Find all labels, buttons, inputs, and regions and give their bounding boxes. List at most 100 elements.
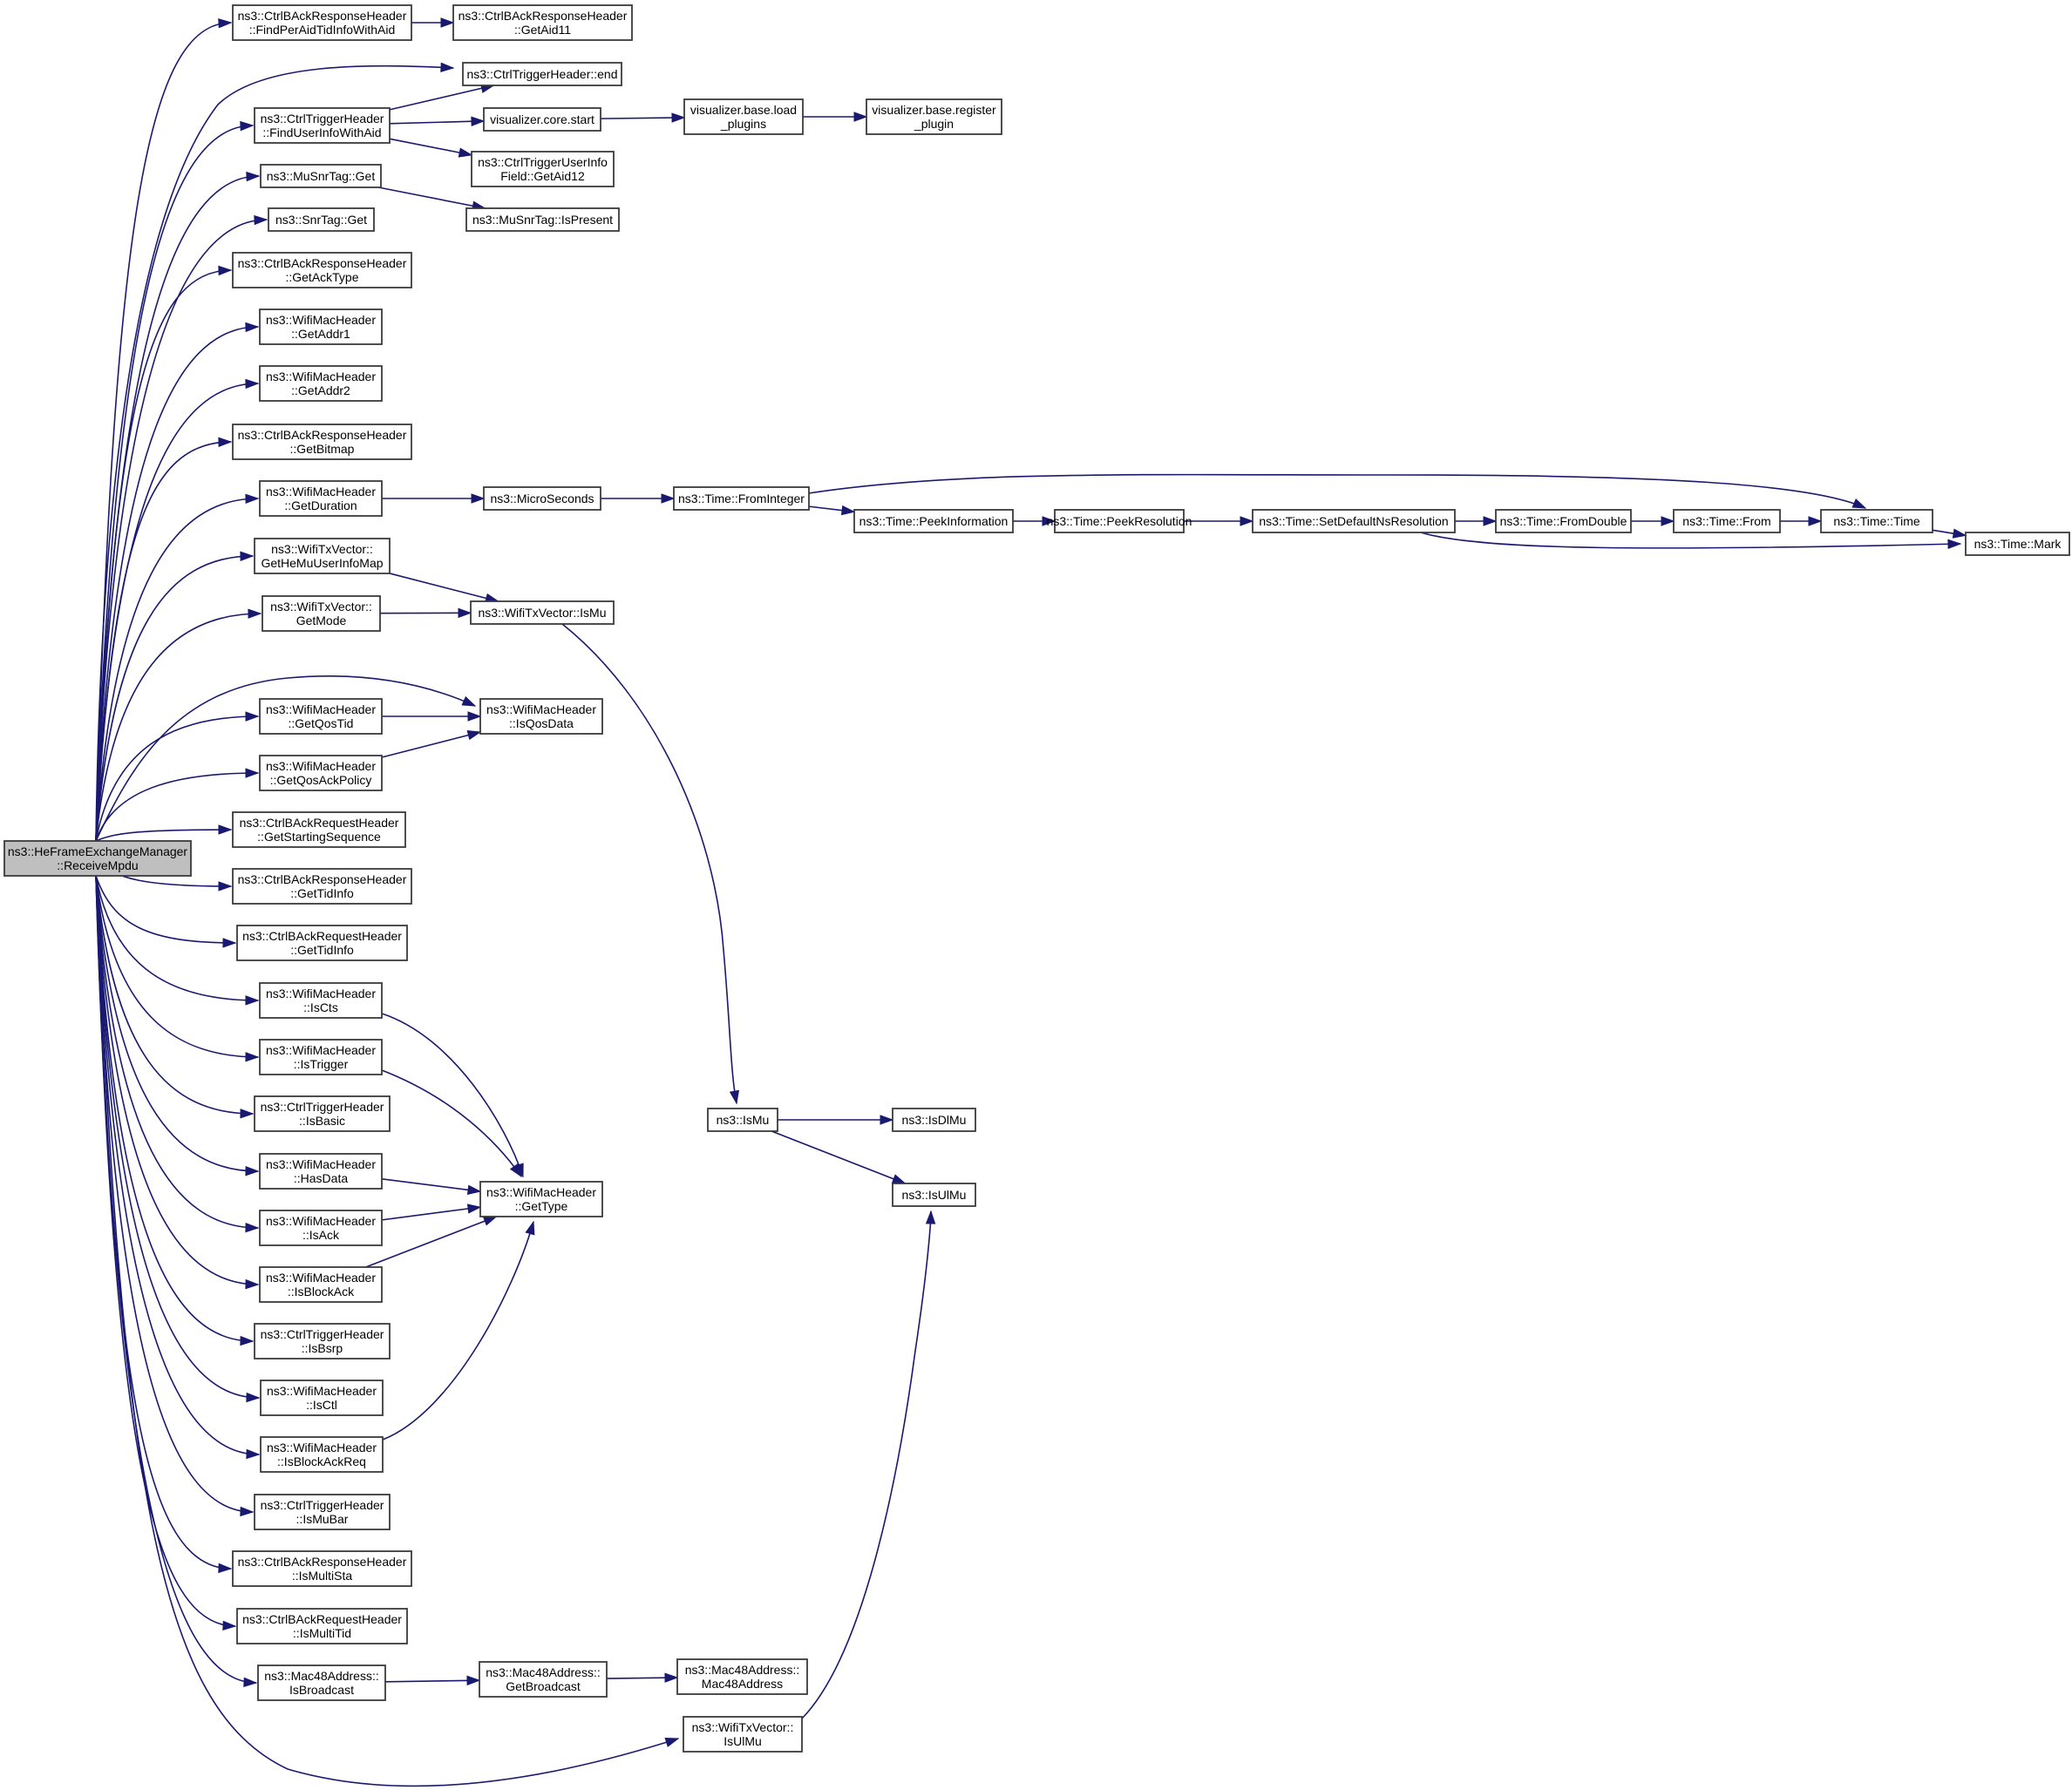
graph-node-vizLoad[interactable]: visualizer.base.load_plugins [683,98,804,135]
graph-node-getAckType[interactable]: ns3::CtrlBAckResponseHeader::GetAckType [232,252,412,288]
graph-node-fromInteger[interactable]: ns3::Time::FromInteger [673,486,810,511]
graph-node-getAddr2[interactable]: ns3::WifiMacHeader::GetAddr2 [259,365,383,402]
node-box [462,62,622,86]
graph-node-getAddr1[interactable]: ns3::WifiMacHeader::GetAddr1 [259,309,383,345]
graph-node-muSnrIsPresent[interactable]: ns3::MuSnrTag::IsPresent [465,207,620,232]
node-box [262,595,381,632]
node-label-line: ns3::CtrlTriggerHeader [261,112,384,125]
graph-node-getBroadcast[interactable]: ns3::Mac48Address::GetBroadcast [479,1661,608,1698]
edge-arrowhead [1947,539,1962,550]
graph-node-reqTidInfo[interactable]: ns3::CtrlBAckRequestHeader::GetTidInfo [236,925,408,961]
graph-node-getQosTid[interactable]: ns3::WifiMacHeader::GetQosTid [259,698,383,735]
node-box [260,1380,384,1416]
edge-isBlockAck-to-getType [365,1216,497,1268]
graph-node-isMu[interactable]: ns3::IsMu [707,1108,778,1132]
node-label-line: ns3::WifiMacHeader [486,702,596,716]
graph-node-isCtl[interactable]: ns3::WifiMacHeader::IsCtl [260,1380,384,1416]
graph-node-getMode[interactable]: ns3::WifiTxVector::GetMode [262,595,381,632]
node-label-line: ns3::Time::PeekInformation [859,514,1009,528]
graph-node-muSnrGet[interactable]: ns3::MuSnrTag::Get [260,164,382,188]
graph-node-isBlockAck[interactable]: ns3::WifiMacHeader::IsBlockAck [259,1266,383,1303]
graph-node-isMultiSta[interactable]: ns3::CtrlBAckResponseHeader::IsMultiSta [232,1550,412,1587]
edge-arrowhead [245,493,260,505]
graph-node-getStartSeq[interactable]: ns3::CtrlBAckRequestHeader::GetStartingS… [232,811,406,848]
node-label-line: ns3::CtrlBAckRequestHeader [240,816,399,830]
edge-arrowhead [240,1335,255,1346]
graph-node-vizStart[interactable]: visualizer.core.start [483,107,601,132]
node-box [452,4,633,41]
graph-node-isBasic[interactable]: ns3::CtrlTriggerHeader::IsBasic [254,1095,391,1132]
node-label-line: ns3::CtrlBAckResponseHeader [238,872,407,886]
graph-node-hasData[interactable]: ns3::WifiMacHeader::HasData [259,1153,383,1190]
edge-arrowhead [925,1210,936,1224]
edge-arrowhead [243,1677,258,1687]
graph-node-respTidInfo[interactable]: ns3::CtrlBAckResponseHeader::GetTidInfo [232,868,412,905]
node-box [259,1153,383,1190]
graph-node-getQosAck[interactable]: ns3::WifiMacHeader::GetQosAckPolicy [259,755,383,791]
node-label-line: ns3::Mac48Address:: [685,1663,800,1677]
graph-node-getHeMu[interactable]: ns3::WifiTxVector::GetHeMuUserInfoMap [254,538,391,574]
graph-node-peekInfo[interactable]: ns3::Time::PeekInformation [853,509,1014,533]
graph-node-isDlMu[interactable]: ns3::IsDlMu [892,1108,976,1132]
graph-node-isBroadcast[interactable]: ns3::Mac48Address::IsBroadcast [257,1665,386,1701]
edge-arrowhead [245,768,260,778]
node-box [254,1494,391,1530]
graph-node-isMuBar[interactable]: ns3::CtrlTriggerHeader::IsMuBar [254,1494,391,1530]
node-label-line: ns3::WifiMacHeader [266,987,376,1000]
graph-node-vizRegister[interactable]: visualizer.base.register_plugin [866,98,1002,135]
graph-node-getDuration[interactable]: ns3::WifiMacHeader::GetDuration [259,480,383,517]
edge-findUserInfo-to-getAid12 [389,138,472,156]
graph-node-isCts[interactable]: ns3::WifiMacHeader::IsCts [259,982,383,1019]
node-box [260,1436,384,1473]
edge-root-to-findPerAid [95,22,232,842]
graph-node-txvIsUlMu[interactable]: ns3::WifiTxVector::IsUlMu [683,1716,803,1753]
graph-node-txvIsMu[interactable]: ns3::WifiTxVector::IsMu [470,600,615,625]
edge-arrowhead [245,378,260,390]
node-box [236,1608,408,1644]
graph-node-timeTime[interactable]: ns3::Time::Time [1820,509,1933,533]
node-box [853,509,1014,533]
graph-node-isUlMu[interactable]: ns3::IsUlMu [892,1183,976,1207]
graph-node-getType[interactable]: ns3::WifiMacHeader::GetType [479,1181,603,1217]
graph-node-isMultiTid[interactable]: ns3::CtrlBAckRequestHeader::IsMultiTid [236,1608,408,1644]
node-box [483,486,601,511]
graph-node-timeMark[interactable]: ns3::Time::Mark [1965,532,2070,556]
graph-node-trigEnd[interactable]: ns3::CtrlTriggerHeader::end [462,62,622,86]
node-box [259,365,383,402]
edge-arrowhead [254,214,268,226]
graph-node-findPerAid[interactable]: ns3::CtrlBAckResponseHeader::FindPerAidT… [232,4,412,41]
node-label-line: ns3::WifiTxVector:: [271,542,373,556]
node-box [232,252,412,288]
graph-node-isQosData[interactable]: ns3::WifiMacHeader::IsQosData [479,698,603,735]
graph-node-peekRes[interactable]: ns3::Time::PeekResolution [1047,509,1192,533]
graph-node-setDefNs[interactable]: ns3::Time::SetDefaultNsResolution [1252,509,1456,533]
node-box [259,1210,383,1246]
edge-root-to-getQosAck [95,772,259,842]
graph-node-microSeconds[interactable]: ns3::MicroSeconds [483,486,601,511]
node-label-line: ns3::CtrlBAckRequestHeader [242,929,402,943]
edge-arrowhead [661,493,676,504]
edge-arrowhead [1808,516,1823,526]
graph-node-fromDouble[interactable]: ns3::Time::FromDouble [1495,509,1632,533]
graph-node-mac48[interactable]: ns3::Mac48Address::Mac48Address [676,1658,808,1695]
graph-node-isAck[interactable]: ns3::WifiMacHeader::IsAck [259,1210,383,1246]
graph-node-findUserInfo[interactable]: ns3::CtrlTriggerHeader::FindUserInfoWith… [254,107,391,144]
node-box [232,811,406,848]
edge-root-to-snrGet [95,219,268,842]
graph-node-timeFrom[interactable]: ns3::Time::From [1673,509,1781,533]
node-label-line: ns3::CtrlTriggerHeader [261,1327,384,1341]
root-node[interactable]: ns3::HeFrameExchangeManager::ReceiveMpdu [3,840,192,877]
edge-arrowhead [840,505,856,516]
graph-node-getBitmap[interactable]: ns3::CtrlBAckResponseHeader::GetBitmap [232,424,412,460]
edge-arrowhead [664,1737,680,1747]
edge-arrowhead [471,493,486,504]
edge-root-to-isBsrp [95,875,254,1342]
graph-node-isBsrp[interactable]: ns3::CtrlTriggerHeader::IsBsrp [254,1323,391,1359]
graph-node-getAid11[interactable]: ns3::CtrlBAckResponseHeader::GetAid11 [452,4,633,41]
node-label-line: ::IsMultiTid [293,1626,351,1640]
graph-node-isTrigger[interactable]: ns3::WifiMacHeader::IsTrigger [259,1039,383,1075]
graph-node-isBlockAckReq[interactable]: ns3::WifiMacHeader::IsBlockAckReq [260,1436,384,1473]
edge-arrowhead [467,711,482,722]
graph-node-snrGet[interactable]: ns3::SnrTag::Get [268,207,375,232]
